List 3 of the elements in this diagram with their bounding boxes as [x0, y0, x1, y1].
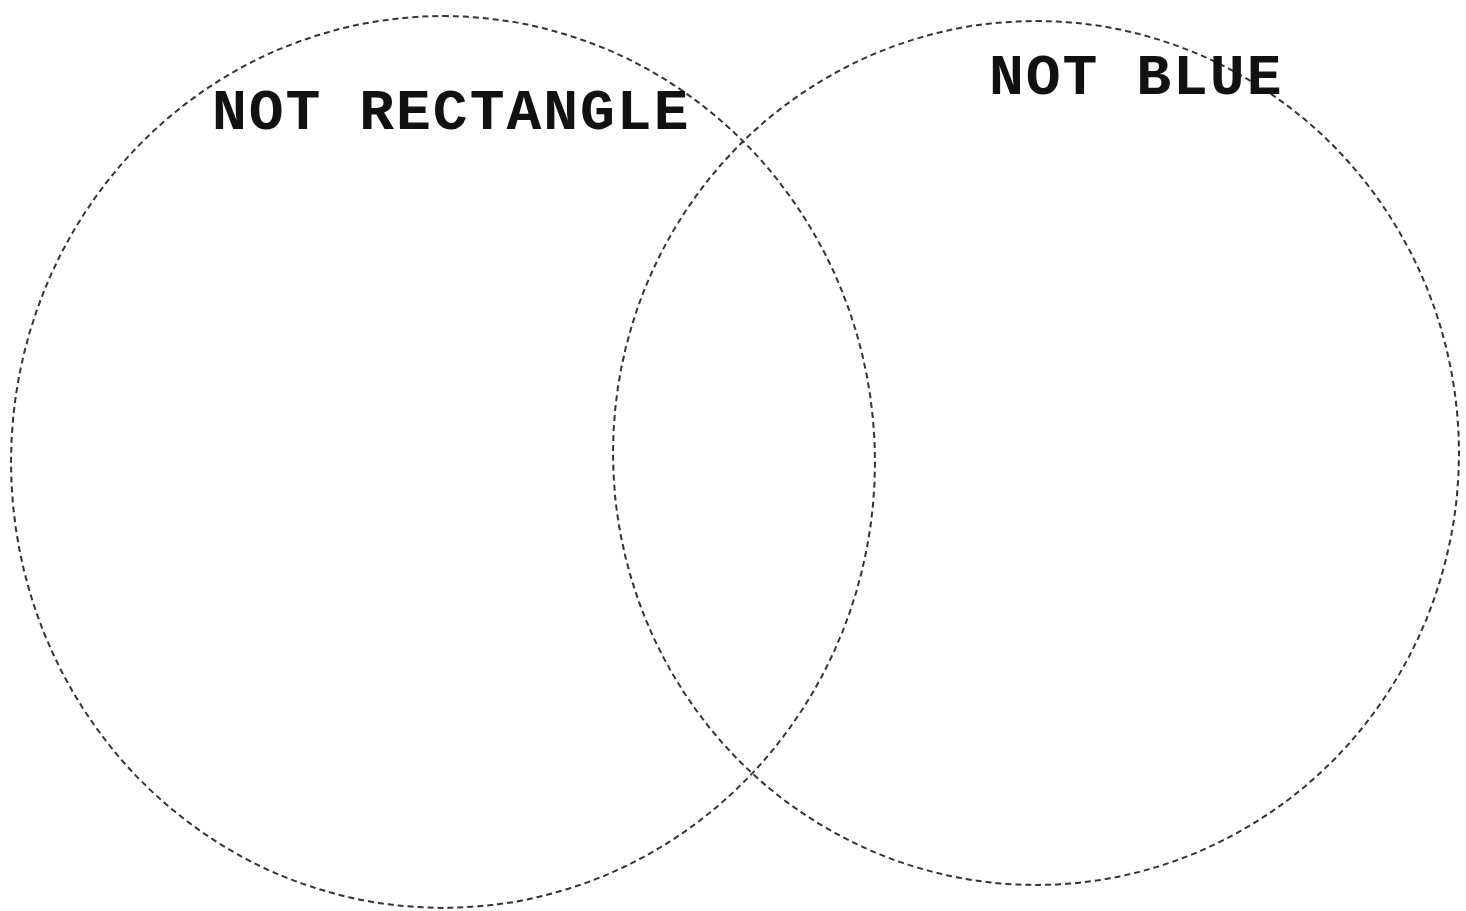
set-label: NOT RECTANGLE: [212, 85, 691, 143]
set-label: NOT BLUE: [989, 50, 1284, 108]
venn-circle: [10, 15, 876, 909]
